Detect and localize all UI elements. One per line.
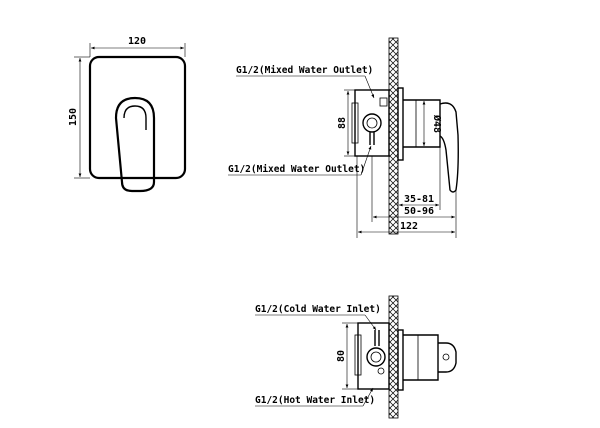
front-view: 120 150	[68, 36, 187, 193]
side-view: Ø48 88 G1/2(Mixed Water Outlet) G1/2(Mix…	[228, 37, 459, 238]
dim-depth-range-2: 50-96	[404, 206, 434, 217]
label-top-outlet-upper: G1/2(Mixed Water Outlet)	[236, 65, 373, 76]
dim-bottom-body-height: 80	[336, 350, 347, 362]
valve-body	[354, 89, 390, 157]
dim-front-width: 120	[128, 36, 146, 47]
dim-side-body-height: 88	[337, 117, 348, 129]
wall-hatch-lower	[388, 295, 399, 419]
label-hot-inlet: G1/2(Hot Water Inlet)	[255, 395, 375, 406]
wall-hatch-upper	[388, 37, 399, 235]
bottom-knob	[438, 342, 457, 373]
front-handle-inner	[123, 105, 147, 130]
outlet-port	[362, 113, 382, 133]
dim-depth-range-1: 35-81	[404, 194, 434, 205]
label-top-outlet-lower: G1/2(Mixed Water Outlet)	[228, 164, 365, 175]
dim-side-diameter: Ø48	[431, 114, 443, 133]
valve-body-lower	[357, 322, 390, 390]
label-cold-inlet: G1/2(Cold Water Inlet)	[255, 304, 381, 315]
dim-front-height: 150	[68, 108, 79, 126]
front-handle	[114, 96, 156, 193]
inlet-port	[366, 347, 386, 367]
bottom-view: 80 G1/2(Cold Water Inlet) G1/2(Hot Water…	[255, 295, 457, 419]
dim-side-total-depth: 122	[400, 221, 418, 232]
front-plate	[88, 55, 187, 180]
